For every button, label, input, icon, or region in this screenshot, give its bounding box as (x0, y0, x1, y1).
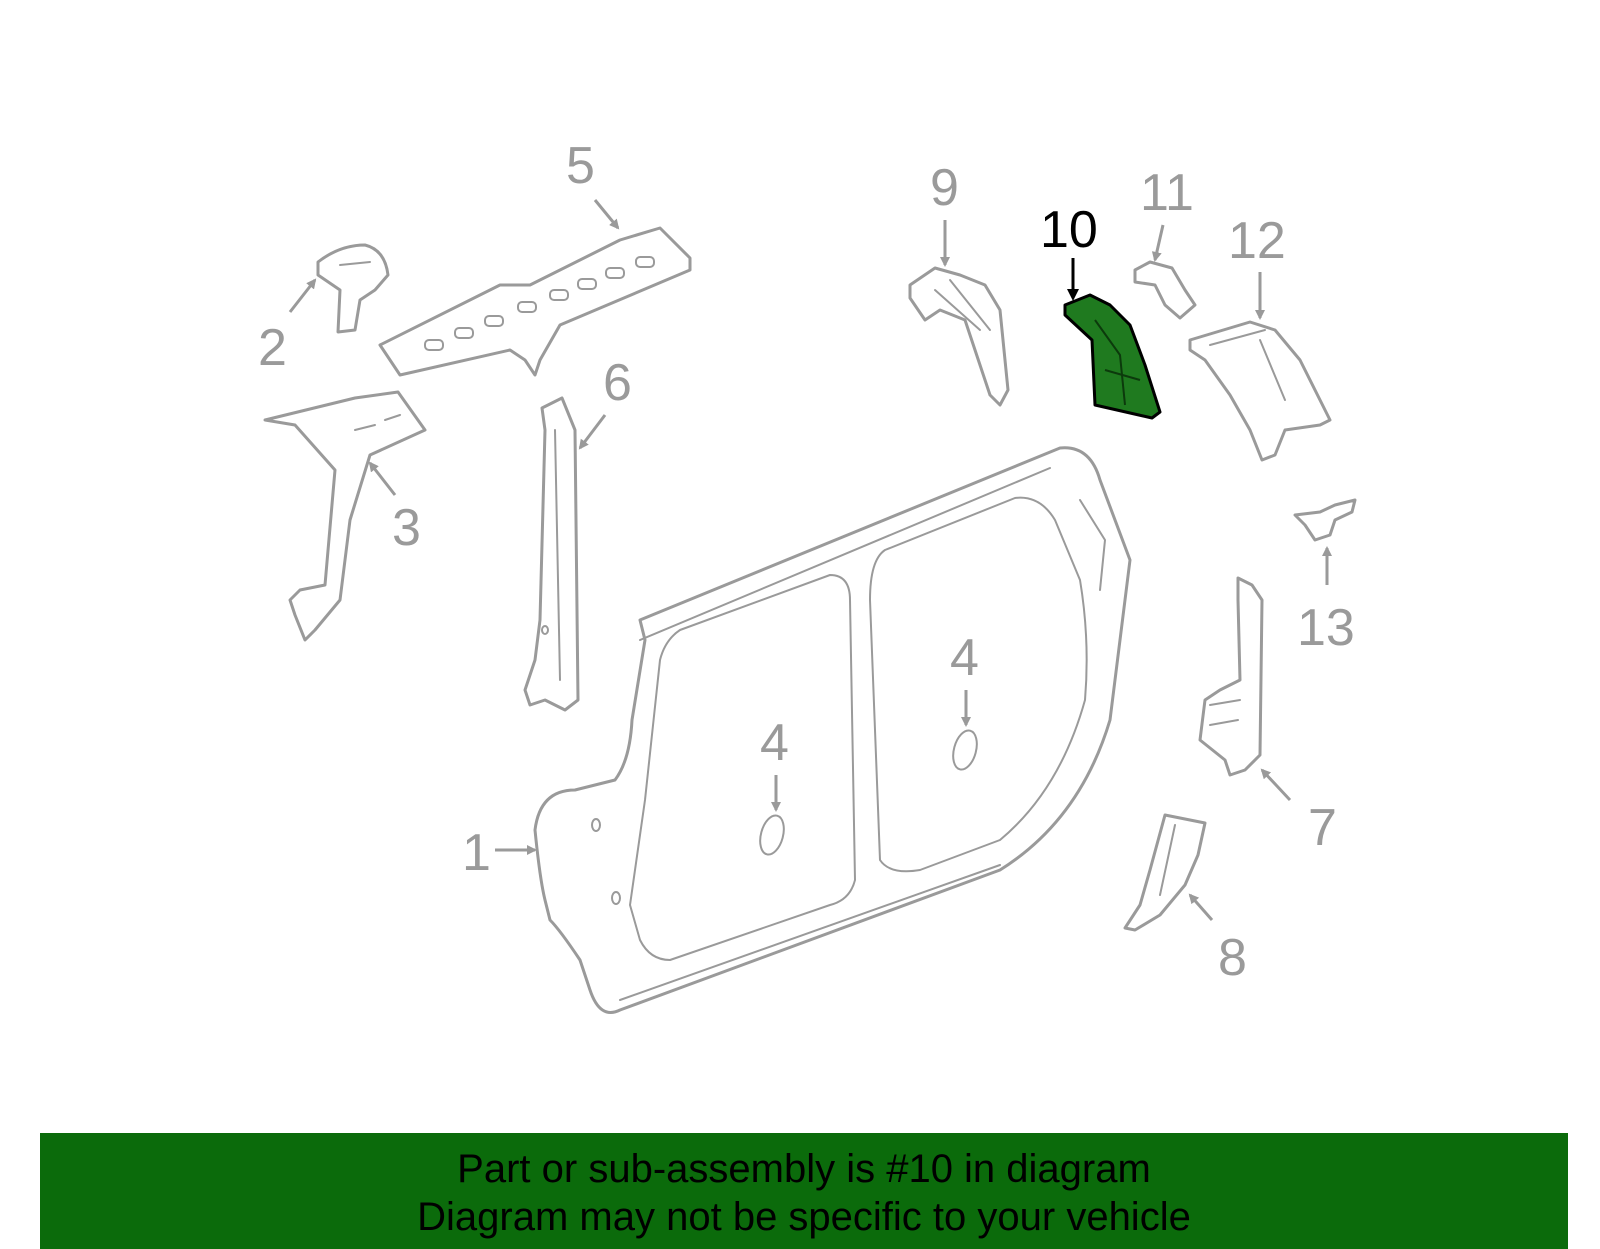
part-6-pillar (523, 396, 580, 712)
svg-text:1: 1 (462, 824, 491, 882)
callout-7: 7 (1260, 768, 1337, 857)
callout-4a: 4 (760, 714, 789, 812)
part-11-bracket (1133, 260, 1197, 320)
banner-line-1: Part or sub-assembly is #10 in diagram (457, 1147, 1151, 1191)
callout-13: 13 (1297, 546, 1355, 657)
part-3-pillar (263, 390, 427, 642)
callout-10: 10 (1040, 201, 1098, 301)
callout-2: 2 (258, 278, 317, 377)
svg-text:7: 7 (1308, 799, 1337, 857)
svg-text:11: 11 (1140, 164, 1194, 222)
callout-9: 9 (930, 159, 959, 267)
part-12-wheelhouse (1188, 320, 1332, 462)
svg-text:13: 13 (1297, 599, 1355, 657)
part-8-extension (1123, 813, 1207, 932)
callout-6: 6 (578, 354, 632, 450)
svg-text:2: 2 (258, 319, 287, 377)
svg-text:4: 4 (760, 714, 789, 772)
callout-11: 11 (1140, 164, 1194, 262)
part-5-roof-rail (378, 226, 692, 377)
part-7-pillar (1198, 576, 1264, 777)
svg-text:4: 4 (950, 629, 979, 687)
callout-1: 1 (462, 824, 537, 882)
svg-text:3: 3 (392, 499, 421, 557)
svg-text:9: 9 (930, 159, 959, 217)
svg-text:10: 10 (1040, 201, 1098, 259)
part-13-clip (1293, 498, 1357, 542)
svg-text:6: 6 (603, 354, 632, 412)
part-2-bracket (316, 243, 390, 334)
callout-4b: 4 (950, 629, 979, 727)
info-banner: Part or sub-assembly is #10 in diagram D… (40, 1133, 1568, 1249)
banner-line-2: Diagram may not be specific to your vehi… (417, 1195, 1191, 1239)
part-1-side-panel (533, 446, 1132, 1014)
callout-5: 5 (566, 137, 620, 230)
part-4-grommet (759, 729, 978, 856)
svg-text:8: 8 (1218, 929, 1247, 987)
part-10-highlighted (1063, 293, 1162, 420)
callout-12: 12 (1228, 212, 1286, 320)
svg-text:5: 5 (566, 137, 595, 195)
svg-text:12: 12 (1228, 212, 1286, 270)
callout-3: 3 (368, 461, 421, 557)
part-9-bracket (908, 266, 1010, 407)
callout-8: 8 (1188, 893, 1247, 987)
